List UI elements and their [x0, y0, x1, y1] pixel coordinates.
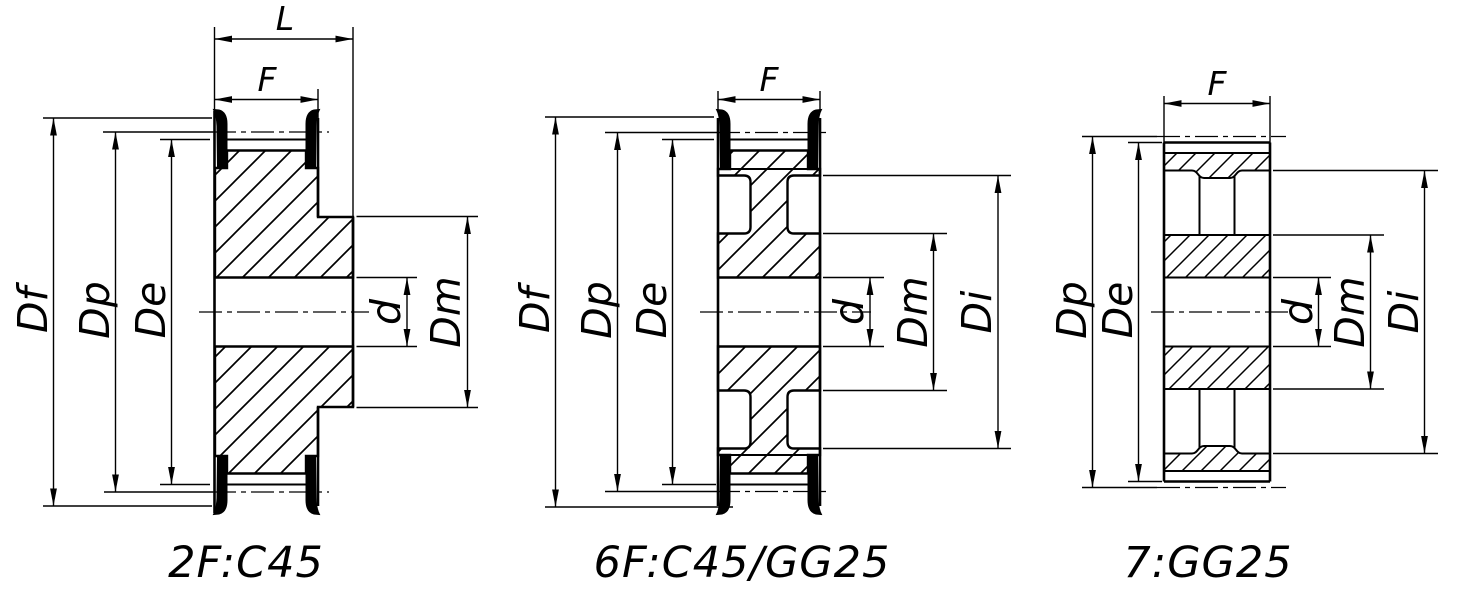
figure-pulley-6f-c45-gg25: F Df Dp De d Dm Di	[511, 60, 1011, 588]
dim-label-De: De	[628, 282, 676, 339]
dimension-F: F	[1164, 64, 1270, 107]
flange-bottom-left	[715, 455, 731, 516]
dim-label-Dp: Dp	[1048, 281, 1096, 339]
figure-caption: 7:GG25	[1123, 538, 1292, 588]
dimension-Di: Di	[1380, 170, 1428, 454]
flange-top-right	[305, 108, 321, 169]
dimension-De: De	[127, 139, 175, 485]
flange-bottom-right	[807, 455, 823, 516]
dim-label-Di: Di	[953, 290, 1001, 334]
dimension-De: De	[1094, 142, 1142, 482]
dimension-Dp: Dp	[1048, 136, 1096, 488]
dimension-d: d	[1274, 277, 1322, 347]
dimension-Dp: Dp	[71, 132, 119, 492]
dimension-d: d	[825, 277, 874, 347]
flange-bottom-left	[212, 455, 228, 516]
dimension-F: F	[214, 60, 318, 103]
dimension-d: d	[362, 277, 411, 347]
figure-pulley-7-gg25: F Dp De d Dm Di 7:GG25	[1048, 64, 1438, 588]
dim-label-Dp: Dp	[573, 281, 621, 339]
figure-caption: 2F:C45	[168, 538, 324, 588]
dim-label-Df: Df	[9, 281, 57, 333]
dimension-Dm: Dm	[1326, 235, 1374, 389]
dim-label-Df: Df	[511, 281, 559, 333]
dim-label-L: L	[276, 0, 294, 38]
flange-top-left	[212, 108, 228, 169]
dim-label-d: d	[825, 298, 873, 325]
dim-label-Dp: Dp	[71, 281, 119, 339]
flange-sections	[212, 108, 321, 516]
dimension-Dm: Dm	[422, 216, 471, 408]
figure-caption: 6F:C45/GG25	[594, 538, 891, 588]
dimension-Di: Di	[953, 175, 1002, 449]
figure-pulley-2f-c45: L F Df Dp De d Dm	[9, 0, 478, 588]
dimension-Dp: Dp	[573, 132, 621, 492]
dim-label-De: De	[1094, 282, 1142, 339]
extension-lines	[545, 91, 1011, 508]
dimension-De: De	[628, 139, 676, 485]
extension-lines	[1082, 96, 1438, 489]
flange-top-left	[715, 108, 731, 169]
dim-label-Di: Di	[1380, 290, 1428, 334]
dim-label-Dm: Dm	[1326, 276, 1374, 348]
flange-bottom-right	[305, 455, 321, 516]
dimension-F: F	[718, 60, 820, 103]
dim-label-De: De	[127, 282, 175, 339]
dimension-Df: Df	[511, 117, 559, 507]
section-body-hatched	[716, 149, 822, 475]
dimension-Dm: Dm	[889, 233, 937, 391]
dim-label-F: F	[258, 60, 278, 99]
dim-label-F: F	[760, 60, 780, 99]
dimension-Df: Df	[9, 118, 57, 506]
dim-label-Dm: Dm	[422, 276, 470, 348]
dimension-L: L	[214, 0, 353, 43]
dim-label-F: F	[1208, 64, 1228, 103]
dim-label-d: d	[362, 298, 410, 325]
dim-label-d: d	[1274, 298, 1322, 325]
flange-top-right	[807, 108, 823, 169]
extension-lines	[43, 27, 478, 507]
center-lines	[1151, 135, 1289, 489]
dim-label-Dm: Dm	[889, 276, 937, 348]
flange-sections	[715, 108, 823, 516]
